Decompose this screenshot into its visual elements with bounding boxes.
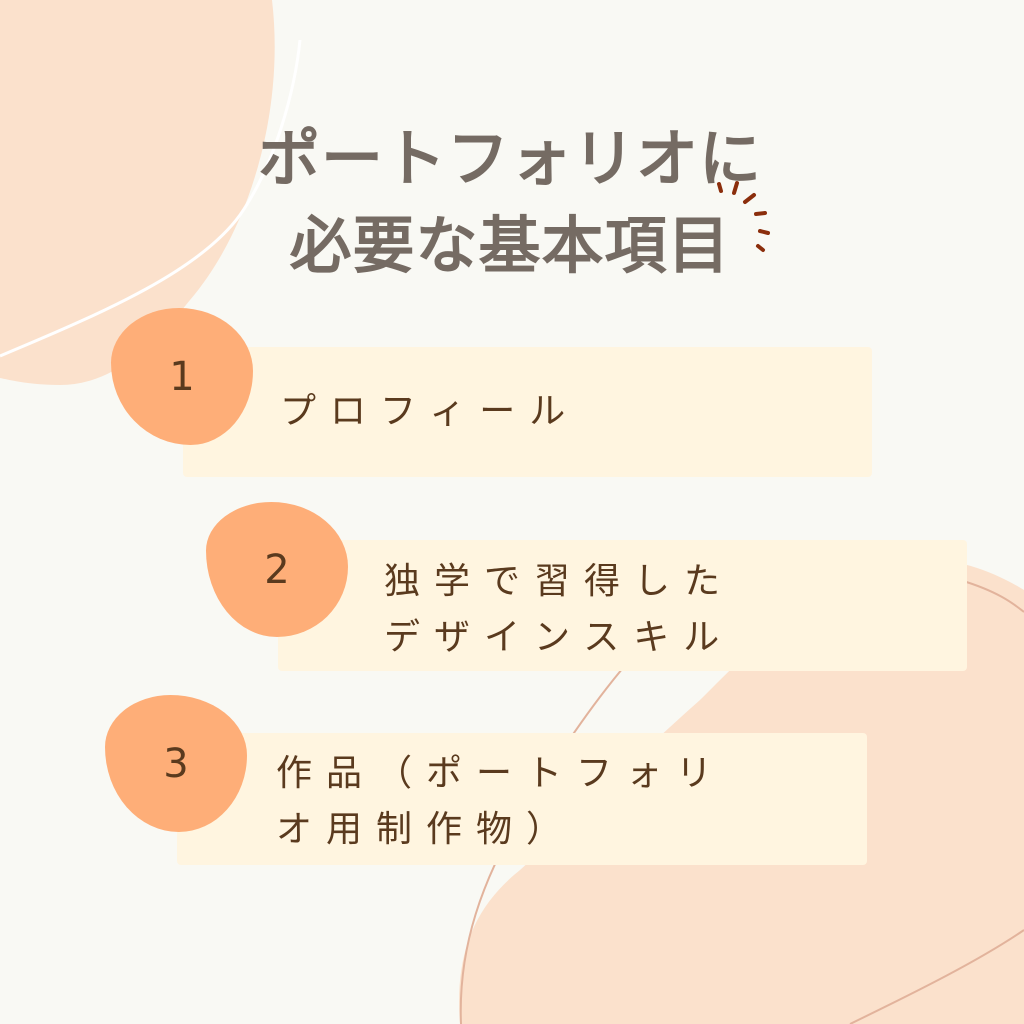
item-2-number-badge: 2 (206, 502, 348, 637)
title-line-1: ポートフォリオに (257, 122, 762, 195)
sparkle-icon (717, 181, 770, 252)
item-1-box (183, 347, 872, 477)
item-3-text: 作品（ポートフォリ オ用制作物） (276, 753, 727, 850)
bottom-right-curve-line-2 (849, 929, 1024, 1024)
item-1-text: プロフィール (280, 391, 580, 432)
item-3-number: 3 (163, 740, 189, 787)
title-line-2: 必要な基本項目 (289, 209, 731, 282)
top-left-blob (0, 0, 275, 385)
item-1-number-badge: 1 (111, 308, 253, 445)
item-3-number-badge: 3 (105, 695, 247, 832)
item-2-text: 独学で習得した デザインスキル (384, 561, 735, 658)
item-1-number: 1 (169, 353, 195, 400)
top-left-curve-line (0, 39, 302, 358)
item-3-box (177, 733, 867, 865)
item-2-box (278, 540, 967, 671)
item-2-number: 2 (264, 546, 290, 593)
